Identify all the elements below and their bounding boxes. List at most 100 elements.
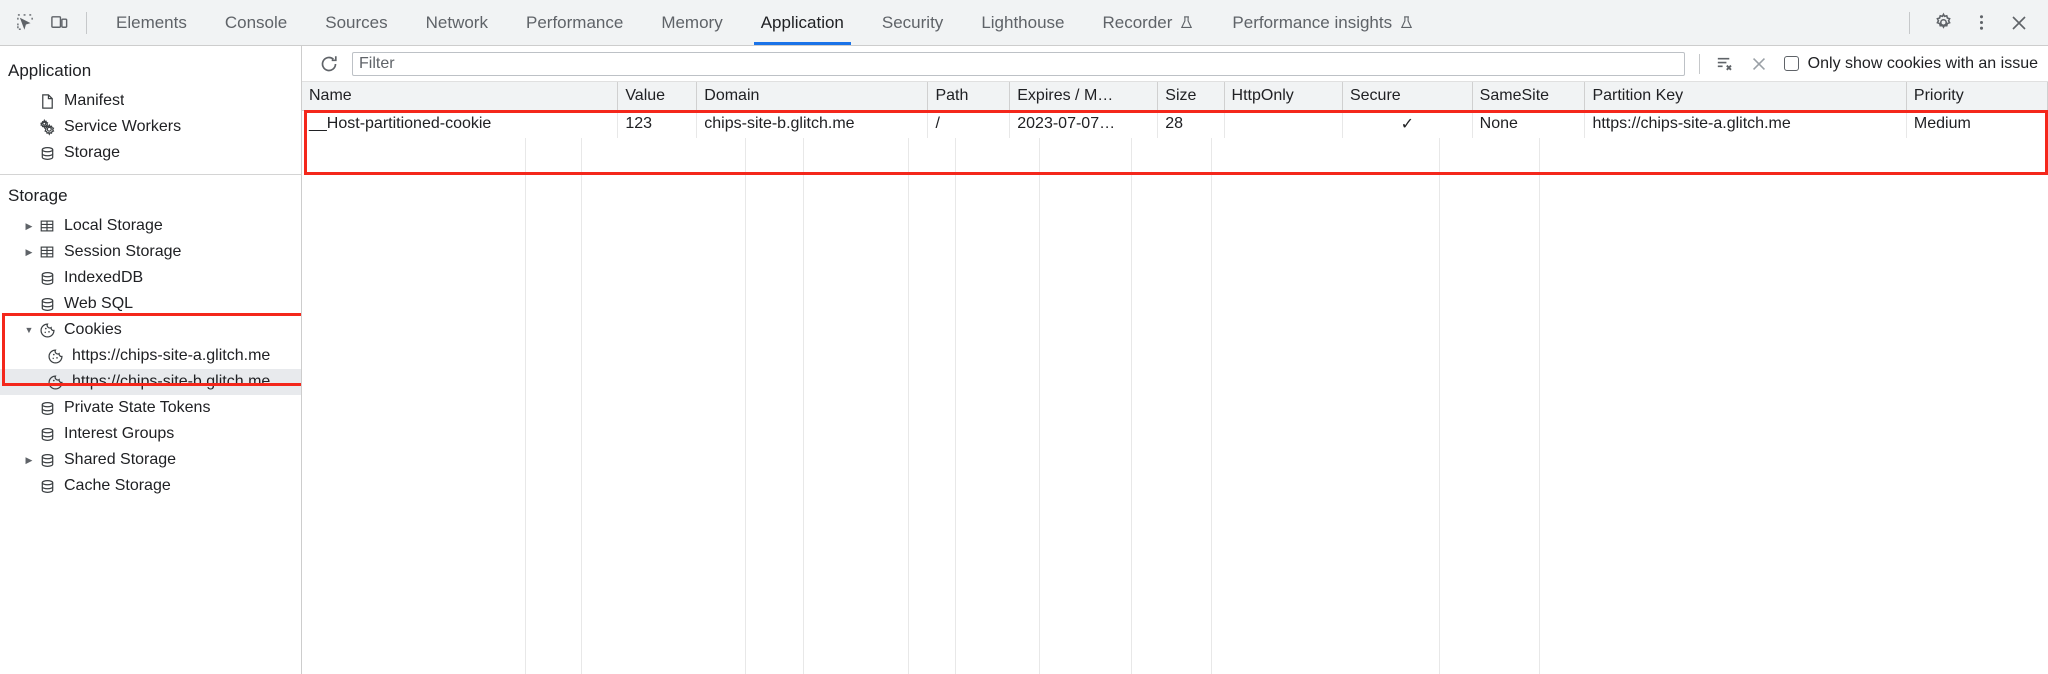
column-header-partition-key[interactable]: Partition Key <box>1584 82 1907 111</box>
device-toolbar-icon[interactable] <box>42 8 76 38</box>
tab-memory[interactable]: Memory <box>642 0 741 45</box>
database-icon <box>36 452 58 469</box>
twisty-expanded-icon[interactable]: ▼ <box>24 325 34 335</box>
cell-httponly <box>1224 110 1343 138</box>
sidebar-item-label: https://chips-site-b.glitch.me <box>72 373 271 390</box>
sidebar-item-label: https://chips-site-a.glitch.me <box>72 347 271 364</box>
sidebar-item-cookies[interactable]: ▼ Cookies <box>0 317 301 343</box>
cell-path: / <box>927 110 1011 138</box>
sidebar-item-indexeddb[interactable]: ▶ IndexedDB <box>0 265 301 291</box>
sidebar-item-label: IndexedDB <box>64 269 144 286</box>
cell-priority: Medium <box>1906 110 2048 138</box>
tab-label: Network <box>425 12 488 32</box>
sidebar-item-manifest[interactable]: ▶ Manifest <box>0 88 301 114</box>
column-header-value[interactable]: Value <box>617 82 698 111</box>
devtools-body: Application ▶ Manifest ▶ Service Workers <box>0 46 2048 674</box>
inspect-element-icon[interactable] <box>8 8 42 38</box>
sidebar-item-label: Interest Groups <box>64 425 175 442</box>
tab-label: Application <box>760 12 844 32</box>
toolbar-right-actions <box>1903 0 2048 45</box>
twisty-collapsed-icon[interactable]: ▶ <box>25 246 33 257</box>
tab-console[interactable]: Console <box>206 0 306 45</box>
cookie-icon <box>36 322 58 339</box>
tab-elements[interactable]: Elements <box>97 0 206 45</box>
three-dot-menu-icon[interactable] <box>1962 8 2000 38</box>
sidebar-item-label: Cookies <box>64 321 122 338</box>
cell-samesite: None <box>1472 110 1586 138</box>
column-header-priority[interactable]: Priority <box>1906 82 2048 111</box>
column-header-samesite[interactable]: SameSite <box>1472 82 1586 111</box>
tab-network[interactable]: Network <box>407 0 507 45</box>
sidebar-item-interest-groups[interactable]: ▶ Interest Groups <box>0 421 301 447</box>
database-icon <box>36 270 58 287</box>
sidebar-item-label: Web SQL <box>64 295 134 312</box>
sidebar-item-label: Session Storage <box>64 243 182 260</box>
tab-performance[interactable]: Performance <box>507 0 642 45</box>
tab-sources[interactable]: Sources <box>306 0 406 45</box>
filter-divider <box>1698 53 1700 74</box>
column-header-httponly[interactable]: HttpOnly <box>1224 82 1343 111</box>
only-show-issues-checkbox[interactable] <box>1783 56 1799 71</box>
sidebar-item-private-state-tokens[interactable]: ▶ Private State Tokens <box>0 395 301 421</box>
sidebar-item-session-storage[interactable]: ▶ Session Storage <box>0 239 301 265</box>
cell-expires: 2023-07-07… <box>1009 110 1159 138</box>
tab-recorder[interactable]: Recorder <box>1084 0 1214 45</box>
cookies-table: Name Value Domain Path Expires / M… Size… <box>302 82 2048 138</box>
column-header-domain[interactable]: Domain <box>696 82 929 111</box>
service-workers-gear-icon <box>36 118 58 136</box>
sidebar-item-cookies-chips-site-b[interactable]: https://chips-site-b.glitch.me <box>0 369 301 395</box>
column-header-expires[interactable]: Expires / M… <box>1009 82 1159 111</box>
refresh-icon[interactable] <box>312 50 346 78</box>
sidebar-item-label: Shared Storage <box>64 451 177 468</box>
tab-security[interactable]: Security <box>863 0 962 45</box>
twisty-collapsed-icon[interactable]: ▶ <box>25 220 33 231</box>
tab-label: Security <box>881 12 944 32</box>
close-icon[interactable] <box>2000 8 2038 38</box>
column-header-path[interactable]: Path <box>927 82 1011 111</box>
sidebar-item-service-workers[interactable]: ▶ Service Workers <box>0 114 301 140</box>
clear-all-cookies-icon[interactable] <box>1742 50 1776 78</box>
tab-label: Lighthouse <box>981 12 1065 32</box>
devtools-tab-bar: Elements Console Sources Network Perform… <box>0 0 2048 46</box>
sidebar-item-cache-storage[interactable]: ▶ Cache Storage <box>0 473 301 499</box>
cell-partition-key: https://chips-site-a.glitch.me <box>1584 110 1907 138</box>
manifest-document-icon <box>36 93 58 110</box>
column-header-name[interactable]: Name <box>302 82 619 111</box>
experiment-flask-icon <box>1399 15 1414 30</box>
sidebar-item-label: Cache Storage <box>64 477 171 494</box>
tab-label: Performance <box>525 12 624 32</box>
only-show-issues-checkbox-wrap[interactable]: Only show cookies with an issue <box>1783 55 2038 73</box>
tab-lighthouse[interactable]: Lighthouse <box>962 0 1083 45</box>
sidebar-item-label: Private State Tokens <box>64 399 211 416</box>
cookies-table-container: Name Value Domain Path Expires / M… Size… <box>302 82 2048 674</box>
column-header-size[interactable]: Size <box>1157 82 1225 111</box>
table-header-row: Name Value Domain Path Expires / M… Size… <box>302 82 2048 111</box>
database-icon <box>36 426 58 443</box>
tab-performance-insights[interactable]: Performance insights <box>1213 0 1433 45</box>
sidebar-item-cookies-chips-site-a[interactable]: https://chips-site-a.glitch.me <box>0 343 301 369</box>
table-row[interactable]: __Host-partitioned-cookie 123 chips-site… <box>302 110 2048 138</box>
cell-name: __Host-partitioned-cookie <box>302 110 619 138</box>
sidebar-item-local-storage[interactable]: ▶ Local Storage <box>0 213 301 239</box>
tab-label: Memory <box>661 12 723 32</box>
column-header-secure[interactable]: Secure <box>1342 82 1473 111</box>
gear-icon[interactable] <box>1924 8 1962 38</box>
sidebar-item-web-sql[interactable]: ▶ Web SQL <box>0 291 301 317</box>
sidebar-divider <box>0 174 301 175</box>
cookie-icon <box>44 374 66 391</box>
database-icon <box>36 400 58 417</box>
sidebar-section-application-title: Application <box>8 61 92 80</box>
twisty-collapsed-icon[interactable]: ▶ <box>25 454 33 465</box>
toolbar-divider <box>86 11 87 34</box>
sidebar-item-storage[interactable]: ▶ Storage <box>0 140 301 166</box>
clear-filtered-cookies-icon[interactable] <box>1708 50 1742 78</box>
table-empty-grid <box>302 138 2048 674</box>
cell-secure: ✓ <box>1342 110 1473 138</box>
search-input[interactable] <box>352 51 1685 76</box>
sidebar-item-shared-storage[interactable]: ▶ Shared Storage <box>0 447 301 473</box>
database-icon <box>36 478 58 495</box>
tab-application[interactable]: Application <box>742 0 863 45</box>
tab-label: Sources <box>325 12 388 32</box>
panel-tabs: Elements Console Sources Network Perform… <box>97 0 1433 45</box>
cell-domain: chips-site-b.glitch.me <box>696 110 929 138</box>
